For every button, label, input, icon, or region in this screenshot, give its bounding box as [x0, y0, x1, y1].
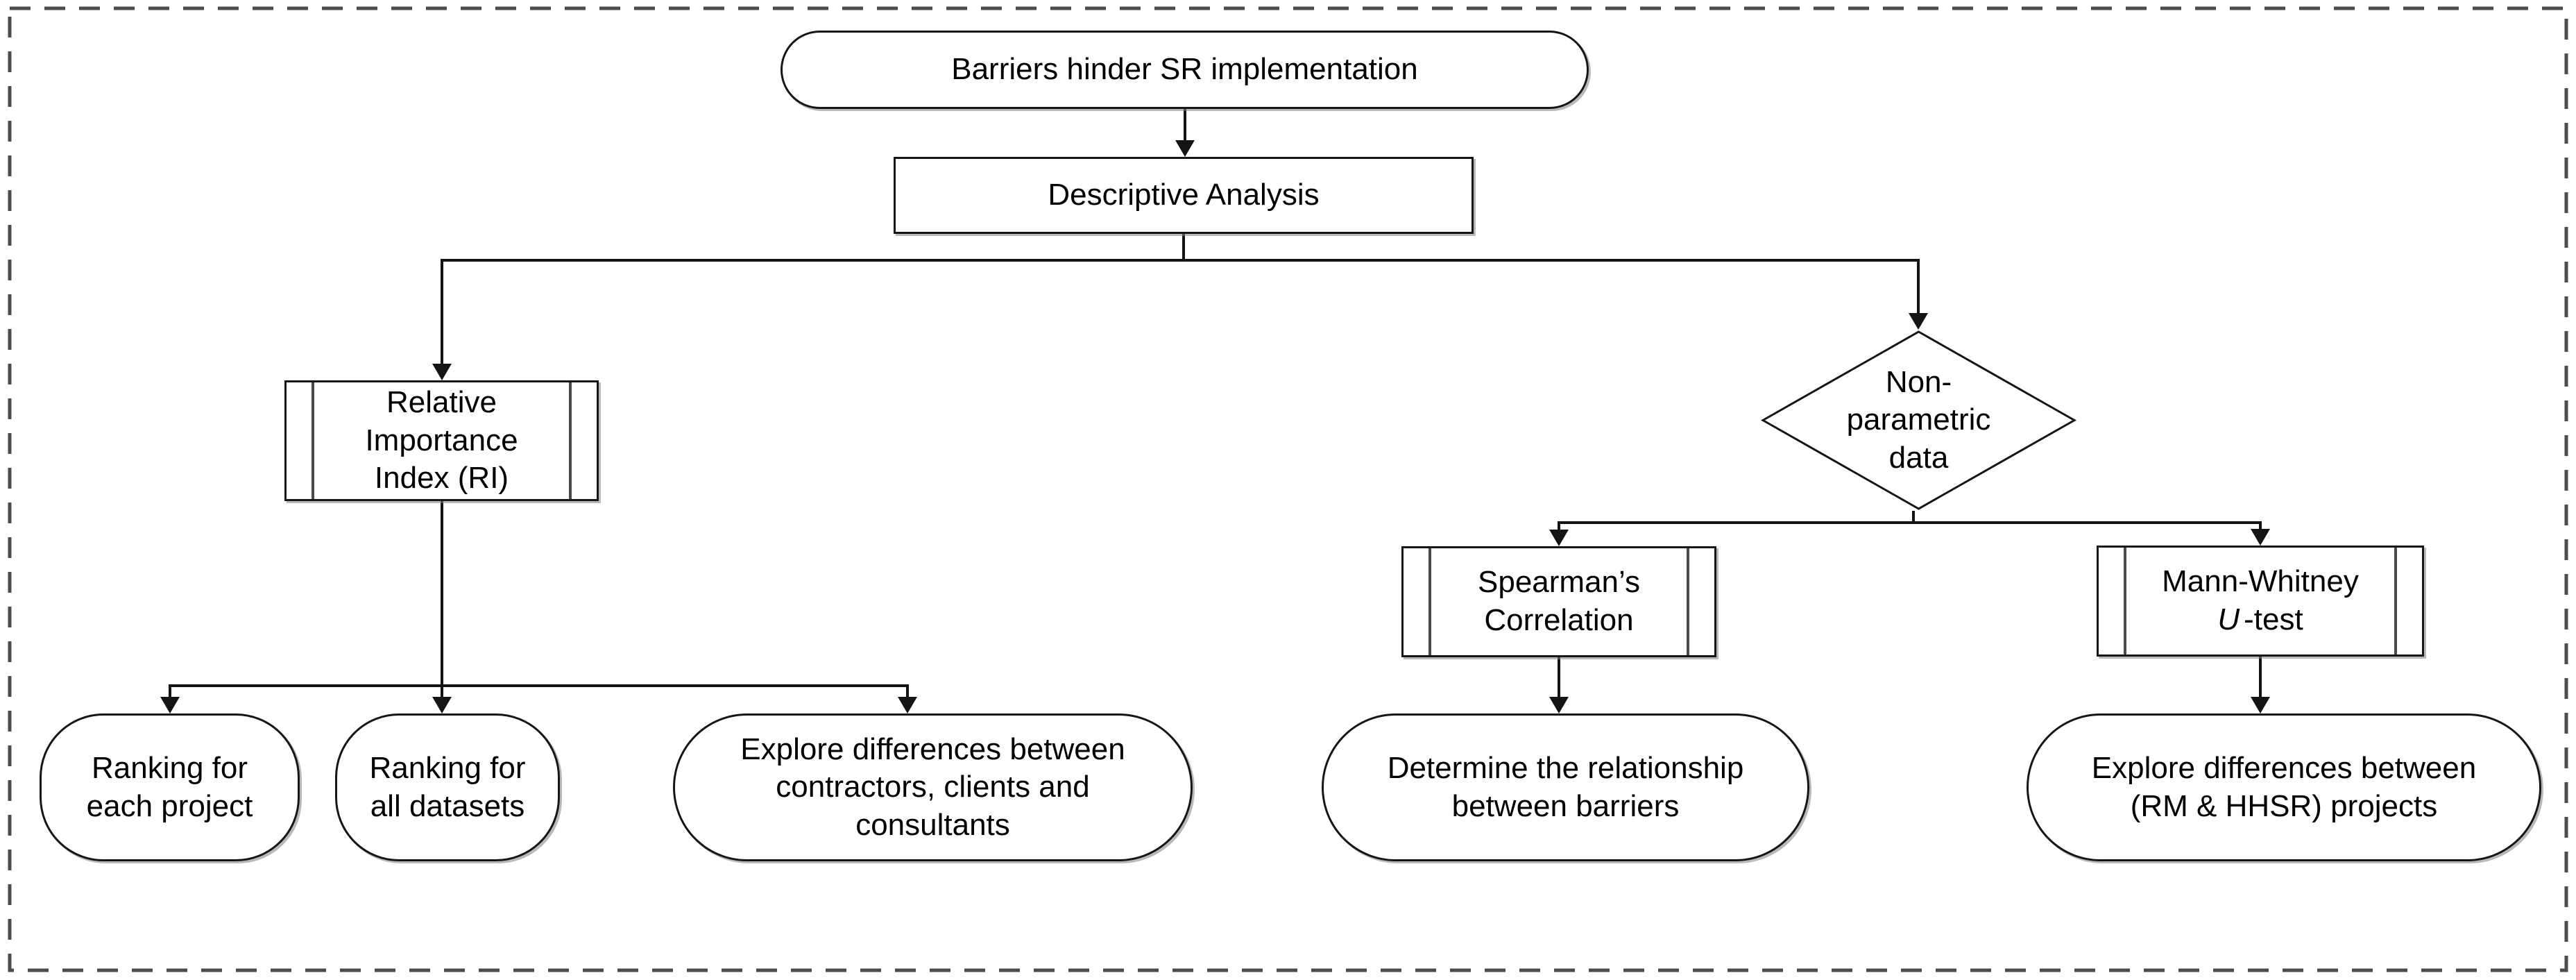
- mann-whitney-u: U: [2217, 602, 2240, 636]
- decision-diamond-shape: [1760, 330, 2077, 510]
- connector-branch-to-ri: [441, 259, 443, 366]
- node-explore-contractors-label: Explore differences between contractors,…: [740, 732, 1125, 842]
- branch-line-nonparam-children: [1559, 521, 2262, 524]
- node-explore-projects: Explore differences between (RM & HHSR) …: [2027, 713, 2541, 861]
- node-mann-whitney-label: Mann-Whitney U-test: [2162, 563, 2359, 639]
- node-ranking-all-datasets: Ranking for all datasets: [335, 713, 560, 861]
- branch-line-ri-children: [170, 684, 909, 687]
- connector-to-spearman: [1558, 521, 1560, 532]
- arrowhead-into-ranking-all: [432, 697, 452, 713]
- node-start-label: Barriers hinder SR implementation: [951, 52, 1418, 87]
- branch-line-level1: [442, 259, 1920, 262]
- connector-descriptive-to-branch: [1182, 234, 1185, 262]
- node-determine-relationship-label: Determine the relationship between barri…: [1387, 750, 1744, 823]
- predef-bar-right: [569, 382, 572, 499]
- connector-to-mann-whitney: [2259, 521, 2262, 532]
- arrowhead-into-descriptive: [1175, 140, 1195, 157]
- arrowhead-into-spearman: [1549, 530, 1569, 546]
- connector-ri-to-branch2: [441, 501, 443, 687]
- node-descriptive-analysis: Descriptive Analysis: [894, 157, 1474, 234]
- node-spearman-correlation-label: Spearman’s Correlation: [1478, 565, 1640, 637]
- node-non-parametric-data-label: Non-parametric data: [1846, 364, 1991, 475]
- node-ranking-each-project: Ranking for each project: [40, 713, 300, 861]
- connector-mann-to-explore-projects: [2259, 657, 2262, 700]
- predef-bar-left: [2124, 548, 2126, 654]
- connector-start-to-descriptive: [1184, 109, 1186, 143]
- arrowhead-into-diamond: [1909, 313, 1928, 330]
- connector-diamond-to-branch3: [1912, 511, 1915, 524]
- connector-branch-to-diamond: [1917, 259, 1920, 316]
- node-explore-projects-label: Explore differences between (RM & HHSR) …: [2091, 750, 2477, 823]
- connector-to-ranking-each: [169, 684, 171, 700]
- connector-spearman-to-determine: [1558, 657, 1560, 700]
- mann-whitney-line2: U-test: [2162, 601, 2359, 639]
- predef-bar-right: [2394, 548, 2397, 654]
- mann-whitney-line1: Mann-Whitney: [2162, 564, 2359, 599]
- mann-whitney-suffix: -test: [2244, 602, 2303, 636]
- arrowhead-into-explore-contractors: [898, 697, 917, 713]
- predef-bar-left: [312, 382, 314, 499]
- node-spearman-correlation: Spearman’s Correlation: [1401, 546, 1716, 657]
- predef-bar-right: [1687, 548, 1689, 655]
- predef-bar-left: [1428, 548, 1431, 655]
- node-start-terminator: Barriers hinder SR implementation: [781, 31, 1589, 109]
- arrowhead-into-mann-whitney: [2251, 529, 2270, 546]
- node-ranking-all-datasets-label: Ranking for all datasets: [369, 750, 526, 823]
- node-relative-importance-index-label: Relative Importance Index (RI): [365, 385, 518, 496]
- node-non-parametric-data-decision: Non-parametric data: [1760, 330, 2077, 511]
- arrowhead-into-determine: [1549, 697, 1569, 713]
- node-explore-contractors: Explore differences between contractors,…: [673, 713, 1193, 861]
- arrowhead-into-explore-projects: [2251, 697, 2270, 713]
- node-ranking-each-project-label: Ranking for each project: [86, 750, 253, 823]
- arrowhead-into-ranking-each: [160, 697, 180, 713]
- connector-to-ranking-all: [441, 684, 443, 700]
- arrowhead-into-ri: [432, 364, 452, 380]
- node-mann-whitney: Mann-Whitney U-test: [2097, 546, 2424, 657]
- node-relative-importance-index: Relative Importance Index (RI): [284, 380, 599, 501]
- connector-to-explore-contractors: [906, 684, 909, 700]
- node-determine-relationship: Determine the relationship between barri…: [1322, 713, 1809, 861]
- node-descriptive-analysis-label: Descriptive Analysis: [1048, 178, 1320, 212]
